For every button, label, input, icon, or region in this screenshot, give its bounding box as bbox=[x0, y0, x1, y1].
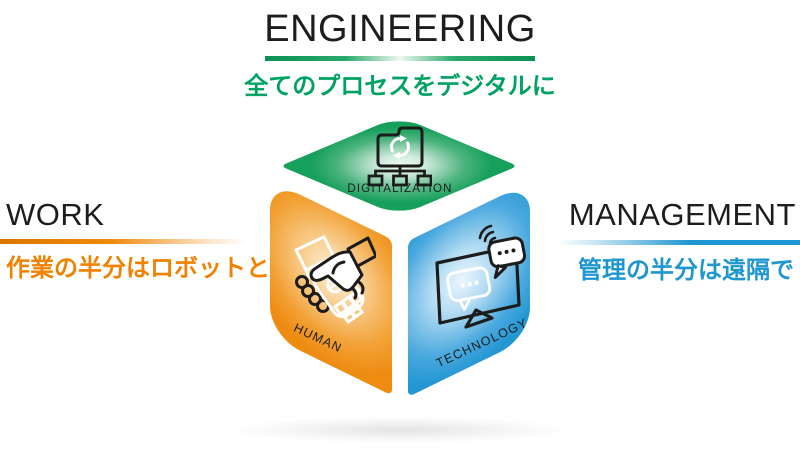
engineering-underline bbox=[265, 56, 535, 61]
cube-shadow bbox=[230, 417, 570, 443]
engineering-subtitle: 全てのプロセスをデジタルに bbox=[244, 73, 556, 100]
monitor-chat-icon bbox=[435, 224, 527, 329]
human-robot-handshake-icon bbox=[294, 235, 376, 325]
work-subtitle: 作業の半分はロボットと bbox=[6, 255, 270, 282]
engineering-title: ENGINEERING bbox=[264, 8, 536, 50]
folder-sync-network-icon bbox=[367, 126, 432, 187]
digitalization-label: DIGITALIZATION bbox=[347, 183, 453, 195]
work-title: WORK bbox=[6, 197, 105, 232]
management-title: MANAGEMENT bbox=[568, 197, 796, 232]
work-underline bbox=[0, 239, 246, 244]
management-underline bbox=[557, 240, 800, 245]
management-subtitle: 管理の半分は遠隔で bbox=[578, 257, 794, 284]
